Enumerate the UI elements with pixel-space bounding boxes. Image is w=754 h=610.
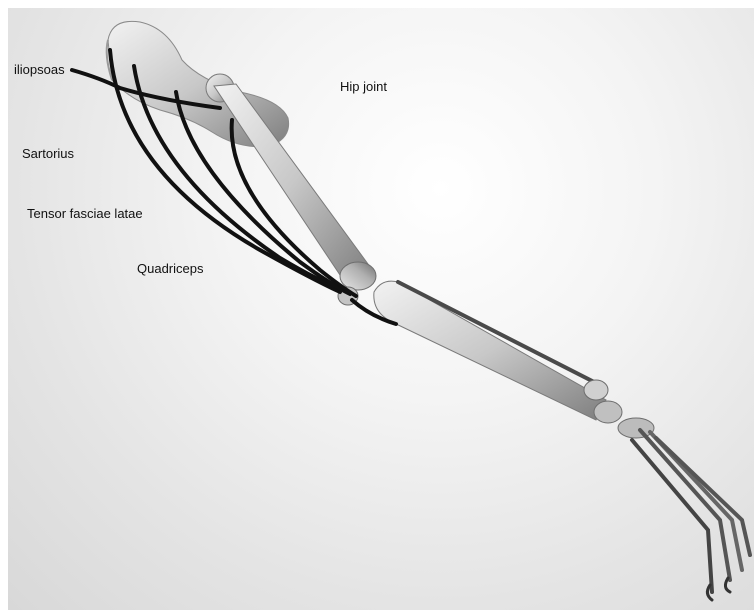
tibia-bone	[374, 281, 606, 420]
label-tensor-fasciae-latae: Tensor fasciae latae	[27, 207, 143, 220]
label-hip-joint: Hip joint	[340, 80, 387, 93]
label-quadriceps: Quadriceps	[137, 262, 203, 275]
label-iliopsoas: iliopsoas	[14, 63, 65, 76]
foot-digits	[632, 430, 750, 600]
knee-condyles	[340, 262, 376, 290]
ankle-bones	[584, 380, 654, 438]
label-sartorius: Sartorius	[22, 147, 74, 160]
